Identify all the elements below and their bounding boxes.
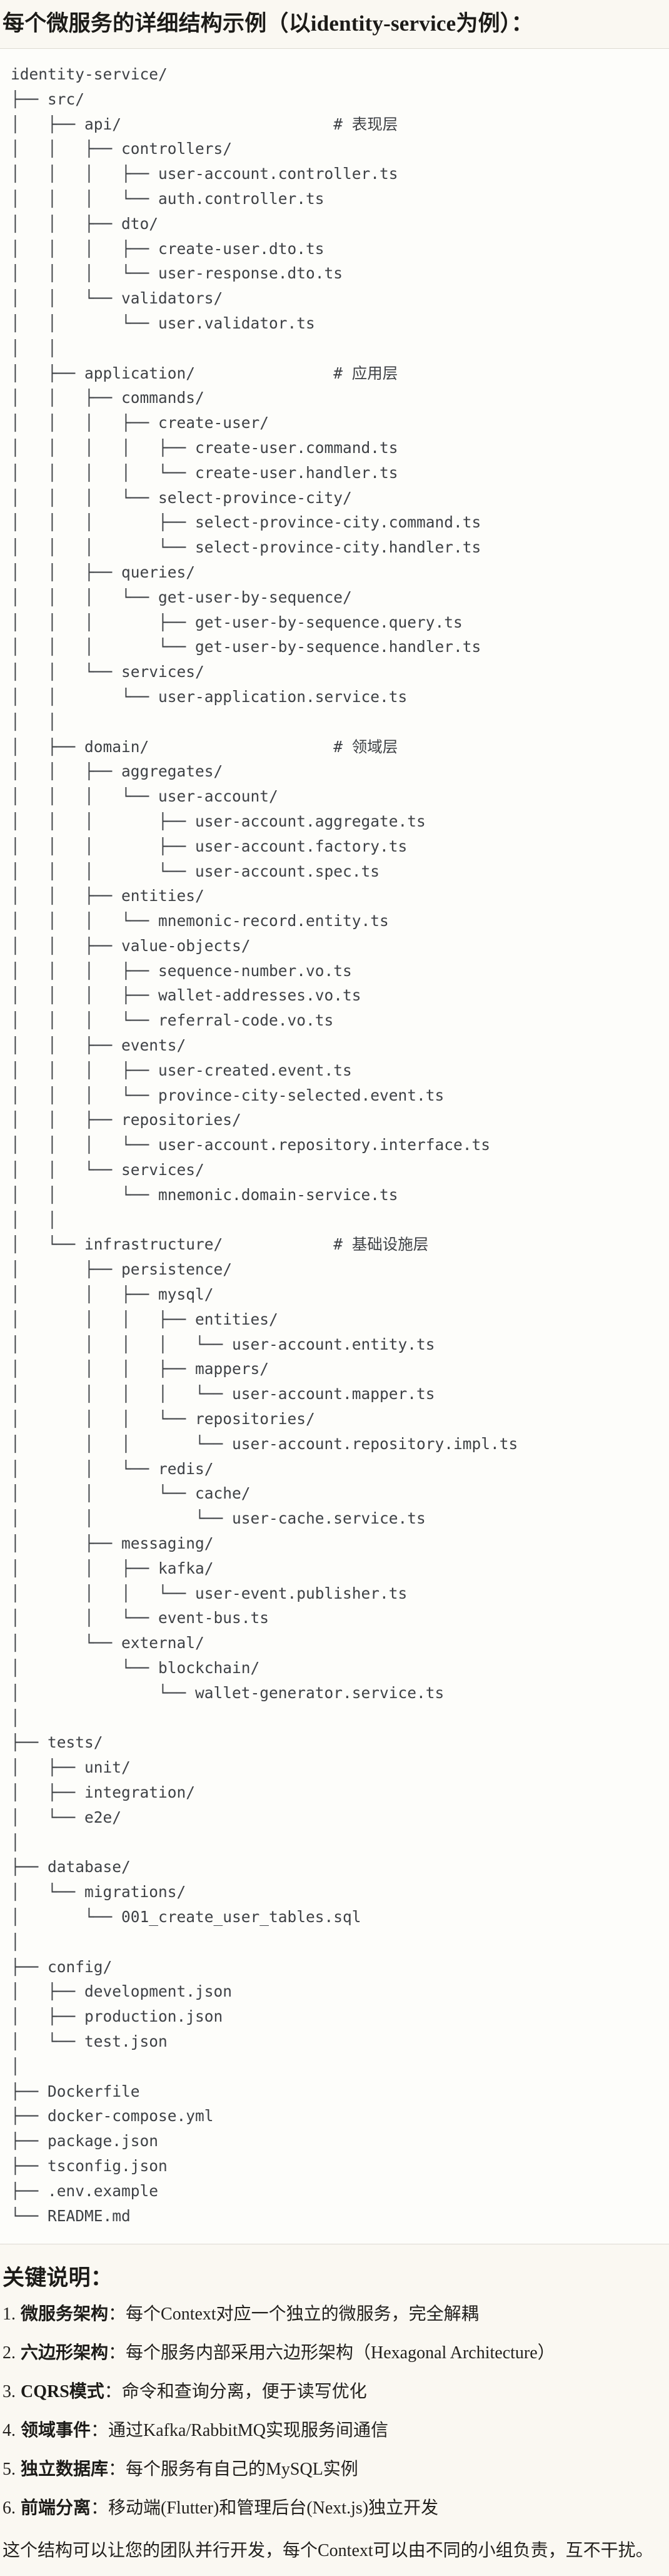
note-item-number: 3. [3,2382,16,2402]
note-item-label: CQRS模式 [21,2382,104,2402]
note-item-label: 独立数据库 [21,2460,109,2480]
note-item: 6.前端分离：移动端(Flutter)和管理后台(Next.js)独立开发 [3,2495,666,2522]
note-item-text: ：每个服务有自己的MySQL实例 [108,2460,358,2480]
note-item-number: 4. [3,2421,16,2441]
note-item-text: ：每个服务内部采用六边形架构（Hexagonal Architecture） [108,2343,555,2363]
closing-paragraph: 这个结构可以让您的团队并行开发，每个Context可以由不同的小组负责，互不干扰… [3,2541,653,2561]
note-item-text: ：每个Context对应一个独立的微服务，完全解耦 [108,2304,479,2324]
note-item: 2.六边形架构：每个服务内部采用六边形架构（Hexagonal Architec… [3,2339,666,2367]
note-item: 4.领域事件：通过Kafka/RabbitMQ实现服务间通信 [3,2417,666,2445]
note-item: 5.独立数据库：每个服务有自己的MySQL实例 [3,2456,666,2483]
note-item: 1.微服务架构：每个Context对应一个独立的微服务，完全解耦 [3,2301,666,2328]
notes-heading: 关键说明： [3,2266,113,2291]
note-item: 3.CQRS模式：命令和查询分离，便于读写优化 [3,2378,666,2406]
note-item-text: ：命令和查询分离，便于读写优化 [104,2382,367,2402]
note-item-number: 1. [3,2304,16,2324]
directory-tree: identity-service/ ├── src/ │ ├── api/ # … [11,65,518,2225]
note-item-number: 5. [3,2460,16,2480]
note-item-label: 微服务架构 [21,2304,109,2324]
code-block: identity-service/ ├── src/ │ ├── api/ # … [0,48,669,2245]
chat-message: 每个微服务的详细结构示例（以identity-service为例）： ident… [0,9,669,2565]
note-item-number: 6. [3,2498,16,2518]
note-item-text: ：通过Kafka/RabbitMQ实现服务间通信 [91,2421,388,2441]
note-item-text: ：移动端(Flutter)和管理后台(Next.js)独立开发 [91,2498,439,2518]
note-item-label: 领域事件 [21,2421,91,2441]
note-item-label: 前端分离 [21,2498,91,2518]
note-item-number: 2. [3,2343,16,2363]
note-item-label: 六边形架构 [21,2343,109,2363]
page-title: 每个微服务的详细结构示例（以identity-service为例）： [3,11,533,36]
